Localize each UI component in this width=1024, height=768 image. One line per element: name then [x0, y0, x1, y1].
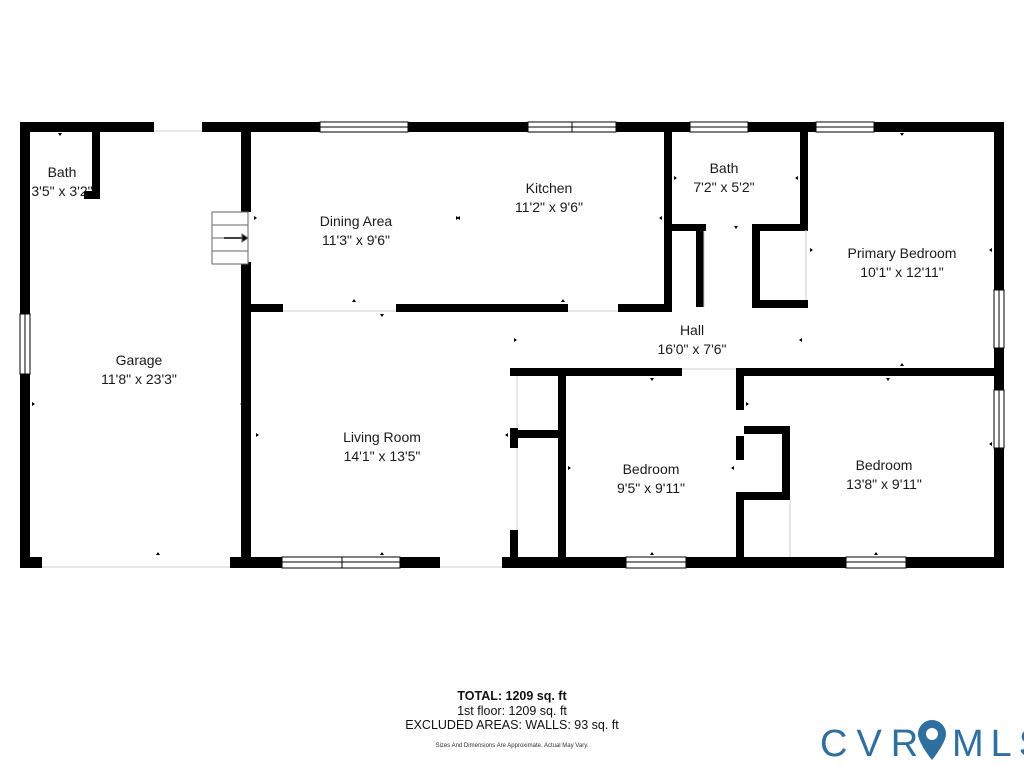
room-name: Living Room	[343, 429, 421, 445]
room-label-bath: Bath 7'2" x 5'2"	[693, 159, 754, 197]
room-name: Bath	[47, 164, 77, 180]
room-label-bedroom: Bedroom 9'5" x 9'11"	[617, 460, 685, 498]
room-dimensions: 11'8" x 23'3"	[101, 371, 177, 387]
room-dimensions: 11'2" x 9'6"	[515, 199, 583, 215]
excluded-area: EXCLUDED AREAS: WALLS: 93 sq. ft	[405, 718, 619, 732]
room-label-primary-bedroom: Primary Bedroom 10'1" x 12'11"	[848, 244, 957, 282]
room-name: Primary Bedroom	[847, 245, 957, 261]
walls	[20, 122, 1004, 568]
room-name: Bath	[709, 160, 739, 176]
room-label-hall: Hall 16'0" x 7'6"	[658, 321, 727, 359]
cvrmls-logo: CVR MLS	[820, 720, 1024, 764]
stair-step	[211, 211, 249, 265]
total-area: TOTAL: 1209 sq. ft	[457, 689, 567, 703]
room-name: Bedroom	[855, 457, 913, 473]
floor-area: 1st floor: 1209 sq. ft	[457, 703, 567, 718]
dimension-markers	[32, 133, 992, 555]
room-dimensions: 13'8" x 9'11"	[846, 476, 922, 492]
room-dimensions: 9'5" x 9'11"	[617, 480, 685, 496]
room-label-living-room: Living Room 14'1" x 13'5"	[343, 428, 421, 466]
logo-text-left: CVR	[820, 723, 927, 764]
logo-text-right: MLS	[952, 723, 1024, 764]
room-name: Garage	[115, 352, 163, 368]
map-pin-icon	[918, 720, 946, 760]
room-dimensions: 11'3" x 9'6"	[322, 232, 390, 248]
area-totals: TOTAL: 1209 sq. ft 1st floor: 1209 sq. f…	[405, 689, 619, 733]
room-dimensions: 10'1" x 12'11"	[860, 264, 944, 280]
windows	[19, 121, 1005, 569]
room-dimensions: 14'1" x 13'5"	[343, 448, 421, 464]
disclaimer: Sizes And Dimensions Are Approximate. Ac…	[435, 743, 589, 749]
room-name: Dining Area	[319, 213, 393, 229]
room-label-kitchen: Kitchen 11'2" x 9'6"	[515, 179, 583, 217]
room-name: Hall	[679, 322, 705, 338]
room-name: Bedroom	[622, 461, 680, 477]
openings	[42, 130, 807, 568]
room-dimensions: 3'5" x 3'2"	[31, 183, 93, 199]
room-label-dining-area: Dining Area 11'3" x 9'6"	[320, 212, 392, 250]
room-name: Kitchen	[525, 180, 573, 196]
room-label-garage: Garage 11'8" x 23'3"	[101, 351, 177, 389]
room-label-bath-small: Bath 3'5" x 3'2"	[31, 163, 92, 201]
room-dimensions: 16'0" x 7'6"	[657, 341, 727, 357]
room-label-bedroom-2: Bedroom 13'8" x 9'11"	[846, 456, 922, 494]
room-dimensions: 7'2" x 5'2"	[693, 179, 755, 195]
